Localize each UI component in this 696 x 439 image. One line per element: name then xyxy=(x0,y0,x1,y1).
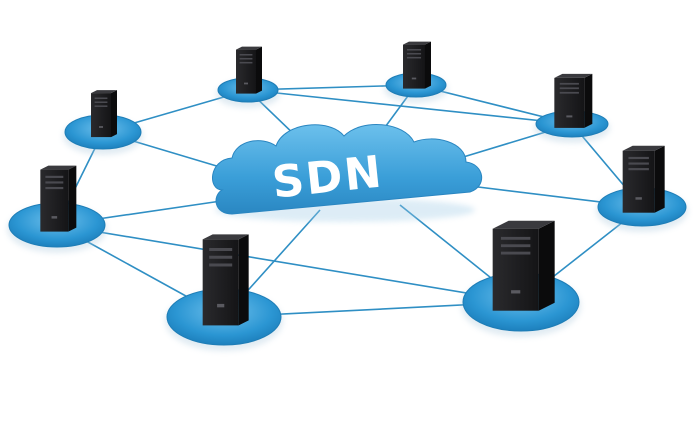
server-icon xyxy=(554,73,593,128)
node-bottom-left xyxy=(165,234,283,351)
server-icon xyxy=(202,234,249,326)
network-link xyxy=(247,89,573,125)
network-link xyxy=(56,224,522,303)
server-icon xyxy=(622,145,665,213)
node-top-left xyxy=(63,90,143,155)
server-icon xyxy=(492,220,555,311)
server-icon xyxy=(403,41,431,89)
node-top-right xyxy=(534,73,610,143)
node-right xyxy=(596,145,688,232)
sdn-cloud: SDN xyxy=(212,124,482,222)
node-top-mid-right xyxy=(384,41,448,103)
server-icon xyxy=(40,165,77,232)
network-nodes xyxy=(7,41,688,351)
node-left xyxy=(7,165,107,253)
node-top-mid-left xyxy=(216,46,280,108)
server-icon xyxy=(236,46,262,94)
server-icon xyxy=(91,90,117,138)
cloud-label: SDN xyxy=(270,146,386,208)
node-bottom-right xyxy=(461,220,581,337)
